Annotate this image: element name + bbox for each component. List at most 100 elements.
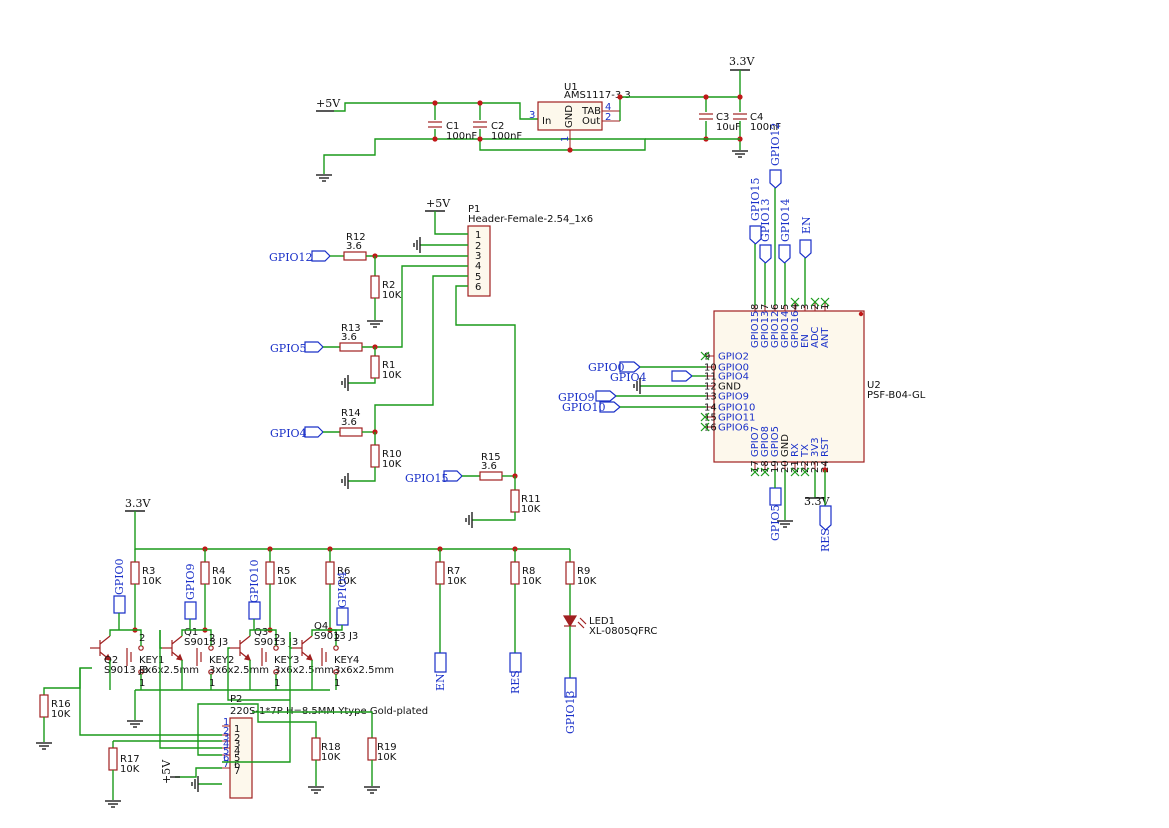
r7-ref: R7 — [447, 566, 460, 577]
no-connect-mark — [760, 467, 770, 477]
p2-pin-label: 3 — [234, 739, 240, 750]
c1-value: 100nF — [446, 131, 477, 142]
p2-pin-num: 5 — [223, 746, 229, 757]
c3-ref: C3 — [716, 112, 729, 123]
no-connect-mark — [750, 467, 760, 477]
u2-gpio9-text: GPIO9 — [558, 391, 595, 404]
u2-bottom-pin-num: 19 — [770, 460, 781, 473]
transistor-value: S9013 J3 — [254, 637, 298, 648]
r9-ref: R9 — [577, 566, 590, 577]
u2-left-pin-num: 10 — [704, 363, 717, 374]
key-pin-num: 1 — [274, 678, 280, 689]
p1-header — [467, 225, 491, 297]
u2-gpio0-label — [619, 361, 641, 373]
p2-pin-label: 4 — [234, 746, 240, 757]
r6-ref: R6 — [337, 566, 350, 577]
u2-gpio0-text: GPIO0 — [588, 361, 625, 374]
u1-value: AMS1117-3.3 — [564, 90, 631, 101]
u2-top-pin-num: 1 — [820, 304, 831, 310]
u2-top-pin-num: 6 — [770, 304, 781, 310]
u2-bottom-pin-num: 23 — [810, 460, 821, 473]
u2-top-pin-name: GPIO15 — [750, 311, 761, 348]
u2-left-pin-num: 14 — [704, 403, 717, 414]
key-pin-num: 1 — [334, 678, 340, 689]
gpio4-net-text: GPIO4 — [270, 427, 307, 440]
c3-value: 10uF — [716, 122, 741, 133]
u1-ref: U1 — [564, 82, 578, 93]
p2-pin-num: 6 — [223, 753, 229, 764]
key-ref: KEY3 — [274, 655, 299, 666]
p2-pin-num: 4 — [223, 739, 229, 750]
transistor-ref: Q2 — [104, 655, 118, 666]
u2-left-pin-num: 13 — [704, 392, 717, 403]
key-ref: KEY2 — [209, 655, 234, 666]
u2-left-pin-name: GPIO9 — [718, 392, 749, 403]
key-value: 3x6x2.5mm — [334, 665, 394, 676]
no-connect-mark — [790, 467, 800, 477]
transistor-ref: Q1 — [184, 627, 198, 638]
u2-left-pin-name: GPIO4 — [718, 372, 749, 383]
u2-gpio14-text: GPIO14 — [779, 198, 792, 242]
u2-bottom-pin-num: 20 — [780, 460, 791, 473]
r2-value: 10K — [382, 290, 402, 301]
u2-top-pin-name: GPIO16 — [790, 311, 801, 348]
c2-ref: C2 — [491, 121, 504, 132]
u2-bottom-pin-num: 24 — [820, 460, 831, 473]
p2-pin-label: 7 — [234, 766, 240, 777]
key-pin-num: 2 — [334, 633, 340, 644]
u2-top-pins: GPIO158GPIO137GPIO126GPIO145GPIO164EN3AD… — [750, 297, 831, 348]
r3-ref: R3 — [142, 566, 155, 577]
r14-ref: R14 — [341, 408, 361, 419]
r18-value: 10K — [321, 752, 341, 763]
u2-top-pin-name: ANT — [820, 327, 831, 348]
led1-value: XL-0805QFRC — [589, 626, 657, 637]
u1-pin-tab: TAB — [581, 106, 601, 117]
power-supply-section: +5V C1 100nF C2 100nF U1 AMS1117-3.3 In … — [316, 55, 781, 182]
u2-gpio13-label — [759, 244, 772, 264]
u2-gpio12-text: GPIO12 — [769, 122, 782, 166]
r17-value: 10K — [120, 764, 140, 775]
u2-gpio9-label — [595, 390, 617, 402]
r15-ref: R15 — [481, 452, 501, 463]
key-res-label — [509, 652, 522, 673]
key-ref: KEY1 — [139, 655, 164, 666]
u2-res-text: RES — [819, 528, 832, 552]
r7-resistor — [435, 561, 445, 585]
u2-left-pins: GPIO29GPIO010GPIO411GND12GPIO913GPIO1014… — [700, 352, 755, 434]
u2-bottom-pin-num: 22 — [800, 460, 811, 473]
u2-left-pin-name: GPIO10 — [718, 403, 755, 414]
p2-pin-label: 6 — [234, 760, 240, 771]
u2-bottom-pin-num: 17 — [750, 460, 761, 473]
key-en-label — [434, 652, 447, 673]
u2-top-pin-name: GPIO14 — [780, 311, 791, 348]
r12-ref: R12 — [346, 232, 366, 243]
key-section: 3.3V R310KR410KR510KR610KR710KR810KR910K… — [36, 497, 657, 808]
gpio5-net-text: GPIO5 — [270, 342, 307, 355]
u2-top-pin-num: 5 — [780, 304, 791, 310]
u2-bottom-pin-name: GPIO8 — [760, 426, 771, 457]
r18-ref: R18 — [321, 742, 341, 753]
led-gpio13-text: GPIO13 — [564, 690, 577, 734]
p2-pin-num: 7 — [223, 759, 229, 770]
u2-top-pin-name: EN — [800, 334, 811, 348]
key-value: 3x6x2.5mm — [139, 665, 199, 676]
key-pin-num: 2 — [139, 633, 145, 644]
key-ref: KEY4 — [334, 655, 359, 666]
u2-ref: U2 — [867, 380, 881, 391]
u2-bottom-pin-name: GPIO5 — [770, 426, 781, 457]
btn-gpio4-label — [336, 607, 349, 626]
u2-top-pin-name: ADC — [810, 326, 821, 348]
u2-bottom-pin-name: GPIO7 — [750, 426, 761, 457]
u1-num-in: 3 — [529, 110, 535, 121]
r9-value: 10K — [577, 576, 597, 587]
gpio15-net-label — [443, 470, 463, 482]
p2-pin-label: 5 — [234, 753, 240, 764]
u1-num-tab: 4 — [605, 102, 611, 113]
u2-top-pin-name: GPIO13 — [760, 311, 771, 348]
r6-resistor — [325, 561, 335, 585]
p2-plus5v-label: +5V — [160, 759, 173, 784]
btn-gpio4-text: GPIO4 — [336, 571, 349, 608]
u1-num-gnd: 1 — [560, 136, 571, 142]
